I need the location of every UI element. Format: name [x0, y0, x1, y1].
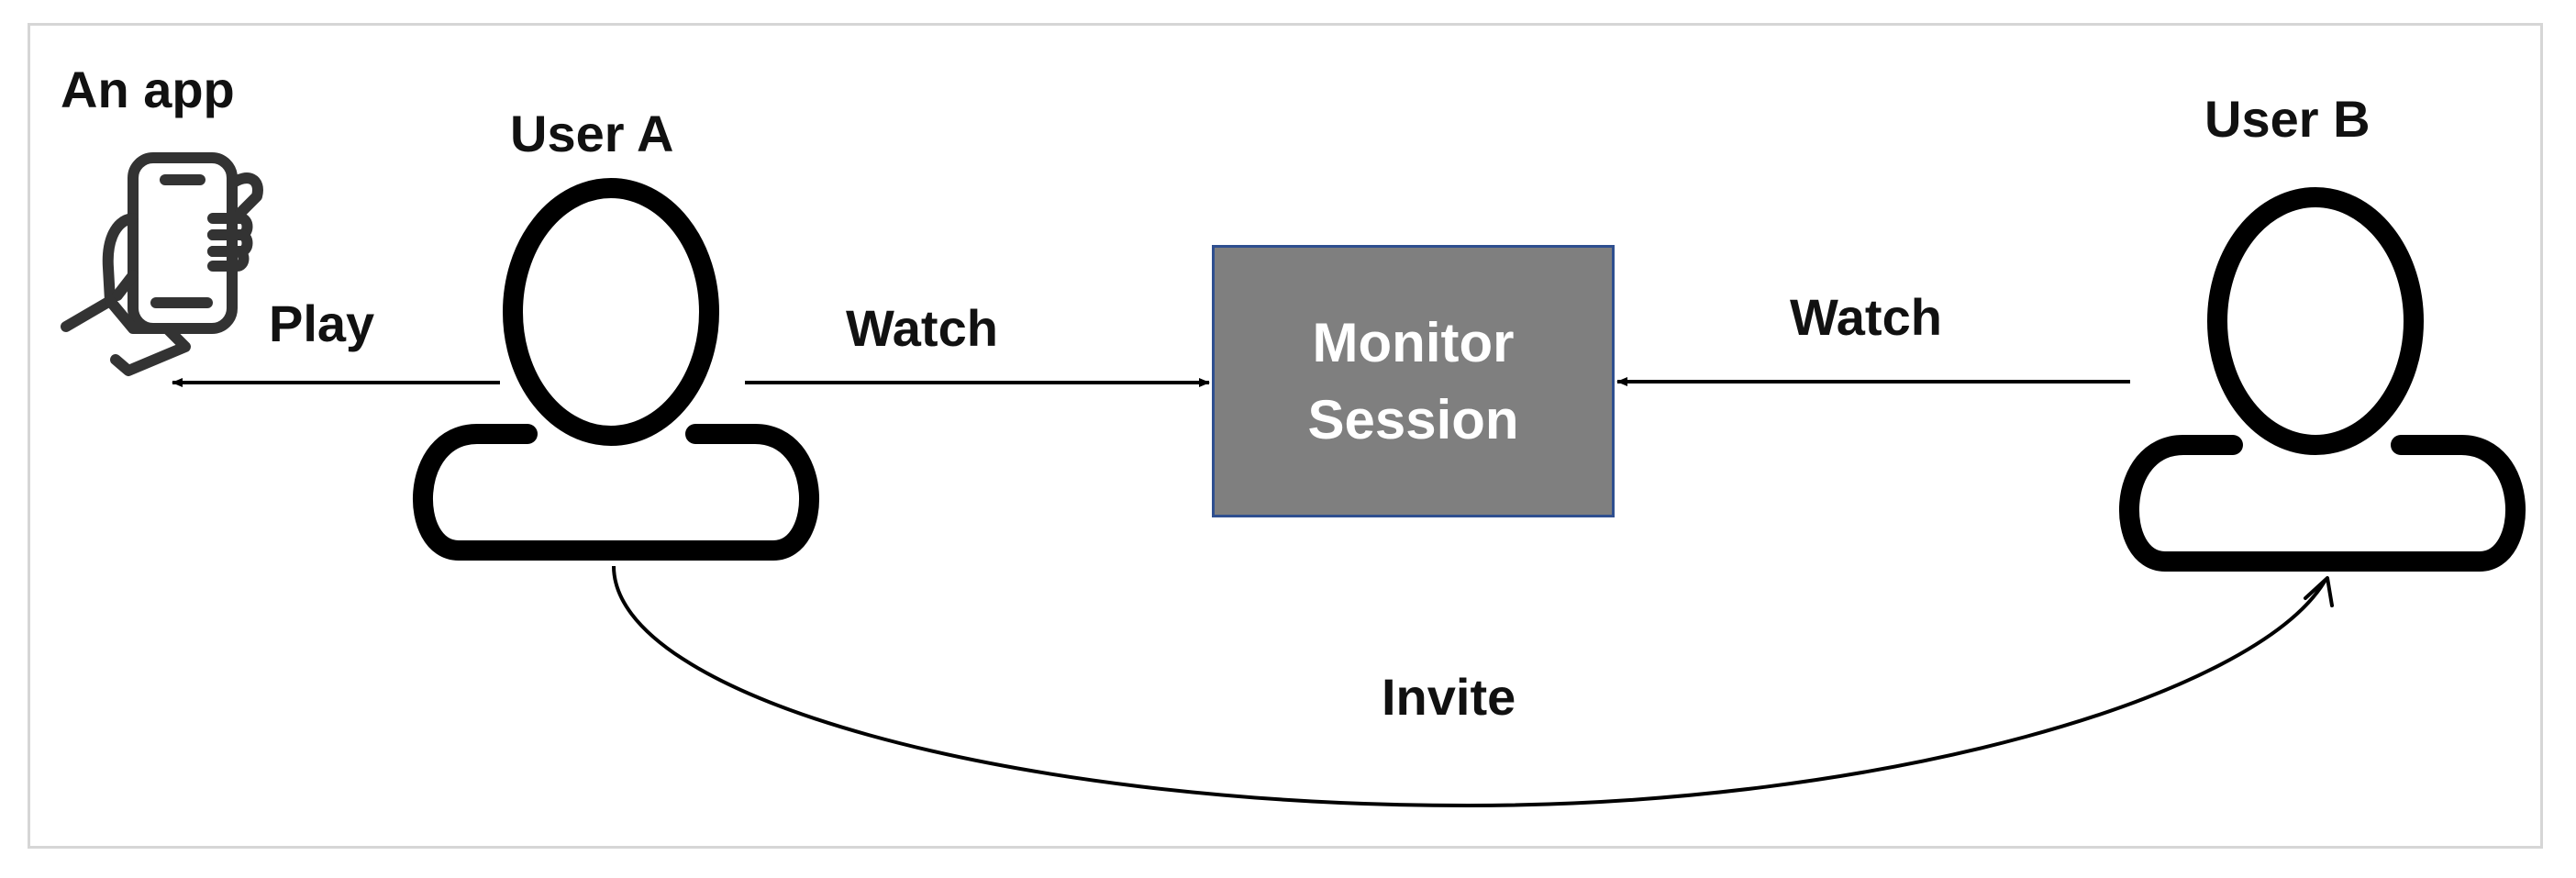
user-a-icon: [412, 178, 820, 561]
watch-edge-label-user-a: Watch: [846, 299, 998, 357]
app-label: An app: [61, 61, 235, 118]
user-b-icon: [2118, 187, 2526, 572]
monitor-session-line-1: Monitor: [1312, 311, 1515, 373]
monitor-session-line-2: Session: [1307, 388, 1519, 450]
invite-arrow: [612, 565, 2327, 808]
monitor-session-box: Monitor Session: [1212, 245, 1615, 517]
invite-edge-label: Invite: [1382, 668, 1516, 726]
hand-holding-phone-icon: [61, 152, 263, 376]
invite-arrowhead: [2304, 576, 2334, 607]
user-a-label: User A: [510, 105, 674, 162]
watch-edge-label-user-b: Watch: [1790, 288, 1942, 346]
play-edge-label: Play: [269, 295, 375, 352]
user-b-label: User B: [2204, 90, 2371, 148]
